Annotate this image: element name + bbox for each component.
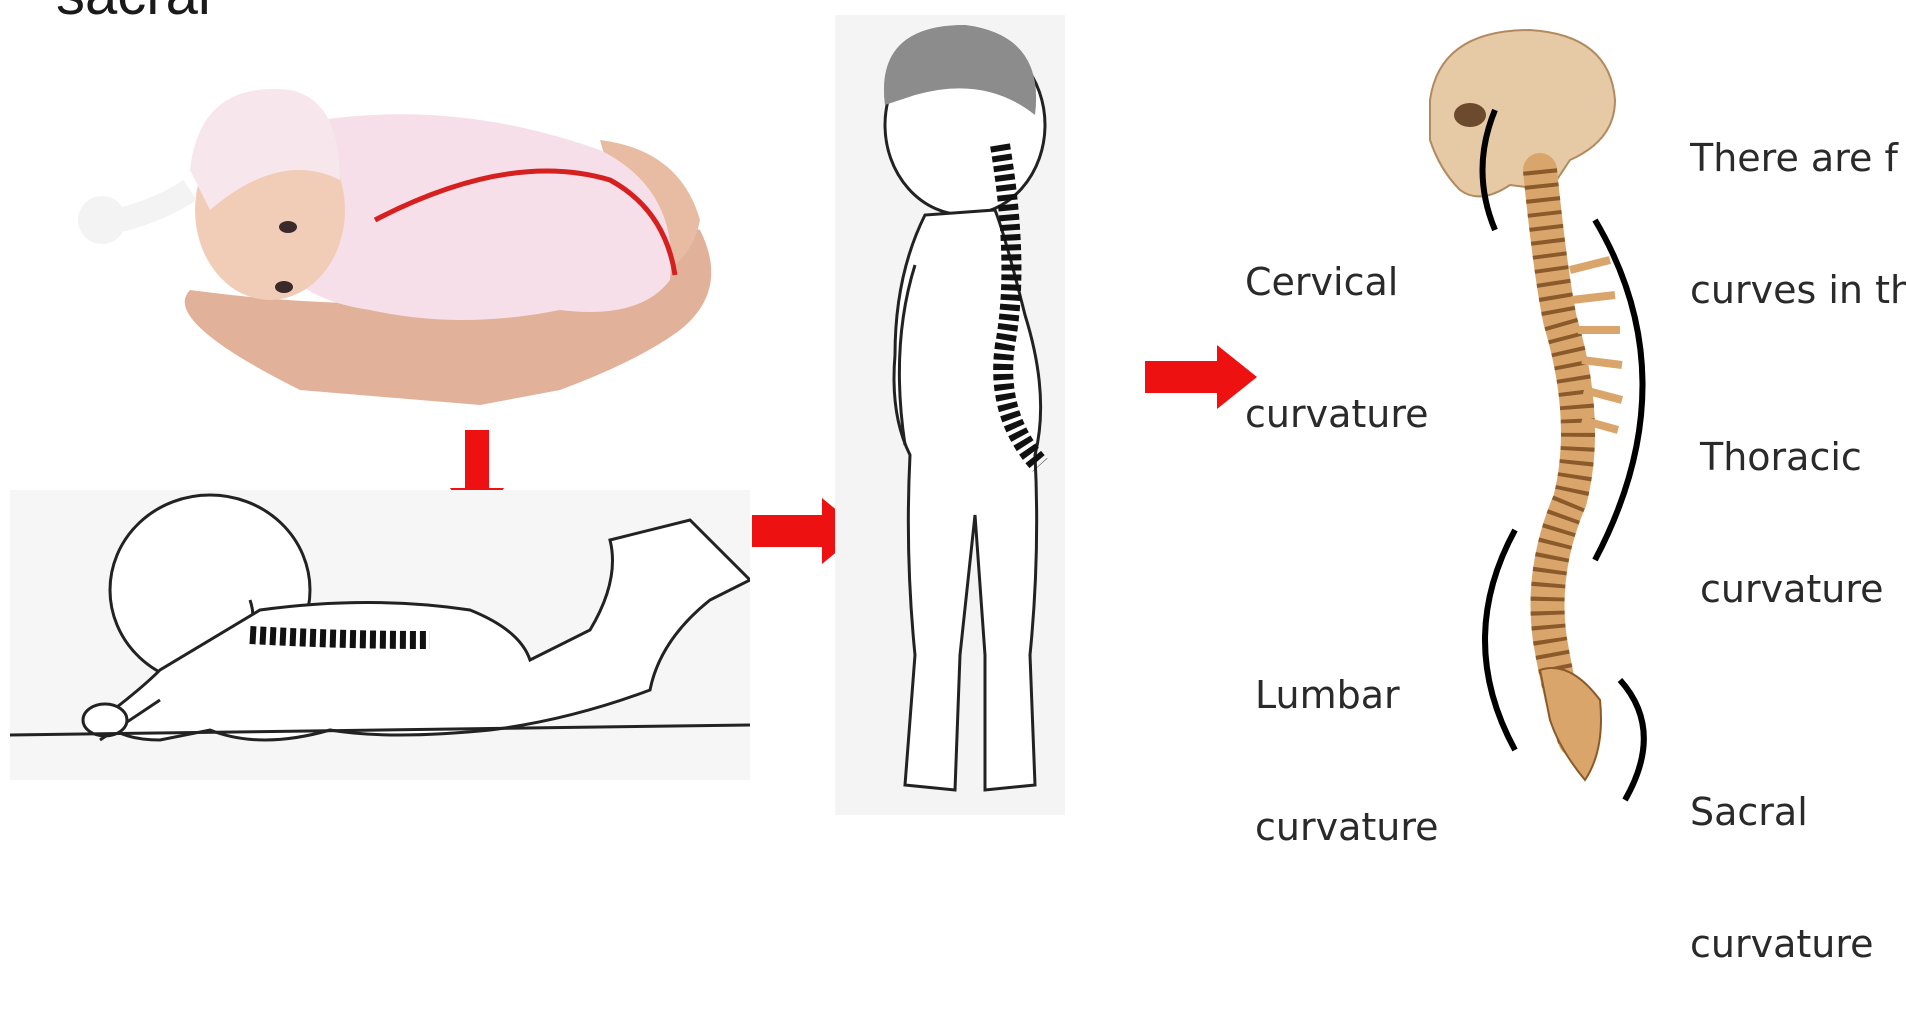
curves-note-line1: There are f [1690, 136, 1906, 180]
sacral-label-line1: Sacral [1690, 790, 1874, 834]
thoracic-label-line2: curvature [1700, 567, 1884, 611]
lumbar-label-line2: curvature [1255, 805, 1439, 849]
curves-note-line2: curves in th [1690, 268, 1906, 312]
sacral-label: Sacral curvature [1690, 702, 1874, 1010]
lumbar-bracket [1485, 530, 1515, 750]
sacral-label-line2: curvature [1690, 922, 1874, 966]
standing-child-sketch [835, 15, 1065, 815]
prone-baby-sketch [10, 490, 750, 780]
cervical-label: Cervical curvature [1245, 172, 1429, 480]
cervical-label-line2: curvature [1245, 392, 1429, 436]
sacral-bracket [1620, 680, 1644, 800]
arrow-right-2 [1145, 345, 1257, 409]
thoracic-label: Thoracic curvature [1700, 347, 1884, 655]
curves-note: There are f curves in th [1690, 48, 1906, 356]
cervical-label-line1: Cervical [1245, 260, 1429, 304]
newborn-photo [40, 60, 750, 405]
lumbar-label: Lumbar curvature [1255, 585, 1439, 893]
thoracic-label-line1: Thoracic [1700, 435, 1884, 479]
adult-spine-illustration [1400, 20, 1710, 810]
lumbar-label-line1: Lumbar [1255, 673, 1439, 717]
title-fragment: sacral [56, 0, 211, 24]
thoracic-bracket [1595, 220, 1643, 560]
